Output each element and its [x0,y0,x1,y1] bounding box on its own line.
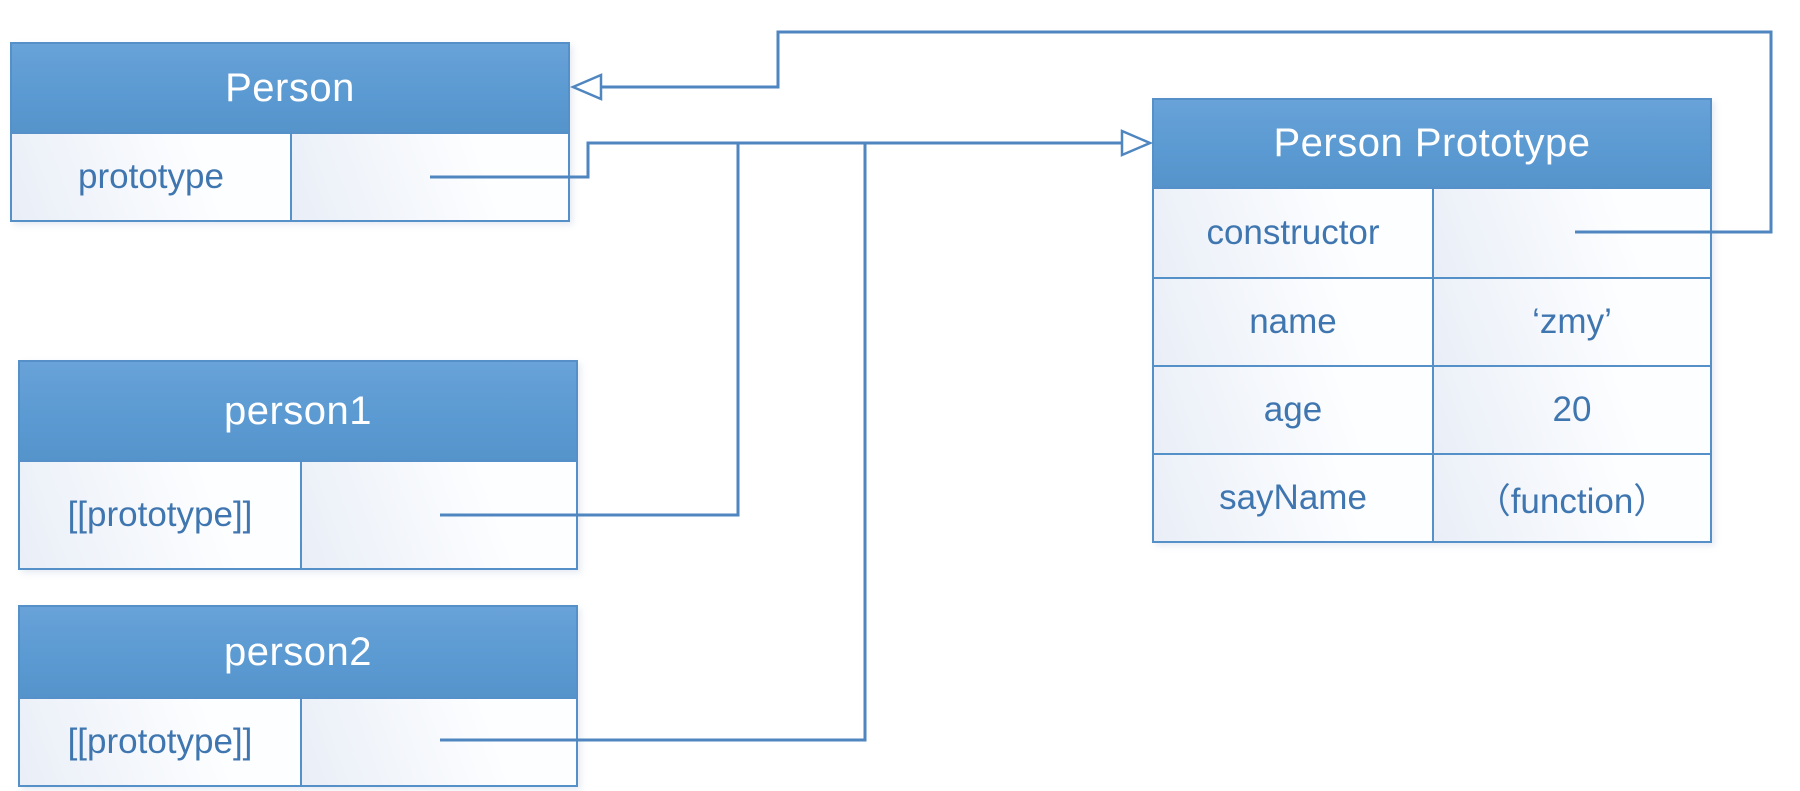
name-key-cell: name [1154,279,1434,365]
sayname-key-cell: sayName [1154,455,1434,541]
person1-box-title: person1 [20,362,576,460]
person-prototype-box: Person Prototype constructor name ‘zmy’ … [1152,98,1712,543]
person-prototype-row-sayname: sayName （function） [1154,453,1710,541]
person-prototype-row-constructor: constructor [1154,187,1710,277]
person1-prototype-key-cell: [[prototype]] [20,462,302,568]
age-key-cell: age [1154,367,1434,453]
person-row-prototype: prototype [12,132,568,220]
arrowhead-into-person-prototype [1120,129,1154,157]
constructor-value-cell [1434,189,1710,277]
person-box: Person prototype [10,42,570,222]
arrowhead-into-person [569,73,603,101]
person-prototype-key-cell: prototype [12,134,292,220]
age-value-cell: 20 [1434,367,1710,453]
person-prototype-box-title: Person Prototype [1154,100,1710,187]
name-value-cell: ‘zmy’ [1434,279,1710,365]
person-prototype-row-age: age 20 [1154,365,1710,453]
constructor-key-cell: constructor [1154,189,1434,277]
person2-box-title: person2 [20,607,576,697]
person-box-title: Person [12,44,568,132]
person2-prototype-value-cell [302,699,576,785]
person1-box: person1 [[prototype]] [18,360,578,570]
person-prototype-value-cell [292,134,568,220]
person-prototype-row-name: name ‘zmy’ [1154,277,1710,365]
person1-row-prototype: [[prototype]] [20,460,576,568]
person2-prototype-key-cell: [[prototype]] [20,699,302,785]
person1-prototype-value-cell [302,462,576,568]
sayname-value-cell: （function） [1434,455,1710,541]
person2-box: person2 [[prototype]] [18,605,578,787]
person2-row-prototype: [[prototype]] [20,697,576,785]
